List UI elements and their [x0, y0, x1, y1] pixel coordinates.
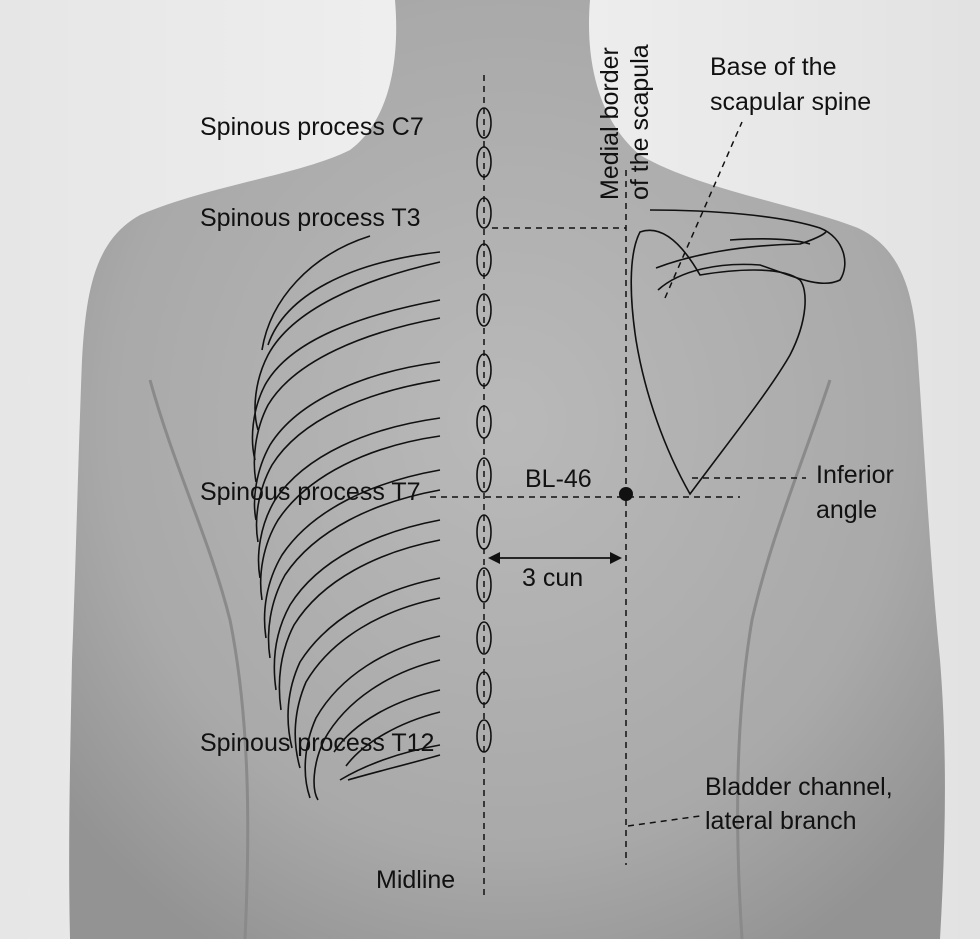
vertebra-c7 [476, 107, 492, 139]
ribs [251, 235, 441, 801]
left-arm-crease [148, 379, 250, 939]
vertebra [476, 293, 492, 327]
label-c7: Spinous process C7 [200, 113, 424, 141]
vertebra [476, 405, 492, 439]
vertebra [476, 621, 492, 655]
label-scapular-spine-2: scapular spine [710, 88, 871, 116]
three-cun-arrow [488, 552, 622, 564]
vertebra [476, 146, 492, 178]
rib [347, 754, 441, 781]
vertebra [476, 671, 492, 705]
rib [304, 635, 441, 799]
vertebra-t12 [476, 719, 492, 753]
vertebra [476, 514, 492, 550]
label-inferior-2: angle [816, 496, 877, 524]
rib [254, 261, 441, 431]
rib [251, 299, 441, 461]
rib [259, 435, 441, 601]
rib [261, 235, 371, 351]
scapula-body [630, 229, 806, 496]
label-3-cun: 3 cun [522, 564, 583, 592]
label-inferior-1: Inferior [816, 461, 894, 489]
rib [263, 469, 441, 639]
rib [273, 519, 441, 691]
label-midline: Midline [376, 866, 455, 894]
rib [253, 317, 441, 483]
label-t3: Spinous process T3 [200, 204, 421, 232]
bladder-channel-pointer [627, 815, 701, 827]
rib [257, 417, 441, 579]
right-arm-crease [736, 379, 832, 939]
vertebra [476, 243, 492, 277]
rib [278, 539, 441, 711]
label-t7: Spinous process T7 [200, 478, 421, 506]
rib [339, 744, 441, 781]
scapula [630, 209, 846, 496]
rib [294, 597, 441, 769]
vertebra-t7 [476, 457, 492, 493]
rib [253, 361, 441, 521]
vertebra [476, 353, 492, 387]
spinous-processes [476, 107, 492, 753]
rib [333, 689, 441, 753]
label-medial-border-2: of the scapula [626, 44, 654, 200]
rib [267, 489, 441, 659]
label-channel-2: lateral branch [705, 807, 856, 835]
bl46-point [619, 487, 633, 501]
vertebra [476, 567, 492, 603]
label-medial-border-1: Medial border [596, 47, 624, 200]
acromion [655, 231, 827, 269]
spine-detail [729, 238, 811, 245]
rib [255, 379, 441, 543]
rib [345, 711, 441, 767]
vertebra-t3 [476, 197, 492, 229]
scapular-spine [649, 209, 846, 291]
label-t12: Spinous process T12 [200, 729, 434, 757]
rib [267, 251, 441, 346]
rib [313, 659, 441, 801]
label-bl46: BL-46 [525, 465, 592, 493]
label-scapular-spine-1: Base of the [710, 53, 836, 81]
rib [287, 577, 441, 749]
label-channel-1: Bladder channel, [705, 773, 893, 801]
